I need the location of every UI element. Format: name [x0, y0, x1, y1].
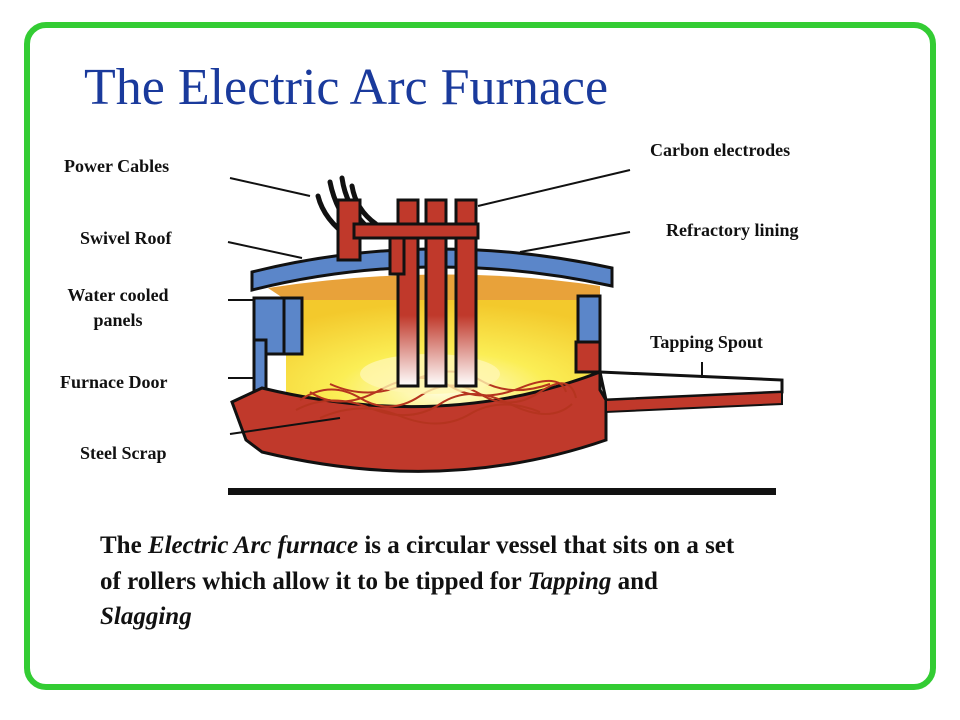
slide-frame — [24, 22, 936, 690]
water-cooled-panel-right — [576, 294, 602, 344]
label-steel-scrap: Steel Scrap — [80, 443, 167, 463]
label-power-cables: Power Cables — [64, 156, 170, 176]
label-carbon-electrodes: Carbon electrodes — [650, 140, 791, 160]
label-swivel-roof: Swivel Roof — [80, 228, 172, 248]
floor-line — [228, 488, 776, 495]
caption-text: The Electric Arc furnace is a circular v… — [100, 528, 750, 635]
label-furnace-door: Furnace Door — [60, 372, 168, 392]
label-refractory-lining: Refractory lining — [666, 220, 799, 240]
refractory-right-block — [574, 340, 602, 374]
tapping-spout-base — [605, 390, 783, 414]
label-tapping-spout: Tapping Spout — [650, 332, 763, 352]
water-cooled-panel-left-2 — [282, 296, 304, 356]
caption-term-slagging: Slagging — [100, 603, 192, 630]
label-water-cooled-line2: panels — [93, 310, 143, 331]
caption-part-5: and — [611, 567, 658, 595]
carbon-electrodes — [336, 198, 480, 388]
label-water-cooled-panels: Water cooled panels — [48, 283, 188, 333]
leader-lines — [227, 169, 703, 435]
water-cooled-panel-left — [252, 296, 286, 356]
caption-term-electric-arc-furnace: Electric Arc furnace — [147, 532, 359, 559]
caption-part-3: is a circular vessel that sits on a set … — [100, 532, 735, 595]
caption-term-tapping: Tapping — [527, 567, 612, 595]
page-title: The Electric Arc Furnace — [84, 59, 609, 116]
caption-part-1: The — [100, 532, 148, 559]
label-water-cooled-line1: Water cooled — [67, 285, 169, 305]
